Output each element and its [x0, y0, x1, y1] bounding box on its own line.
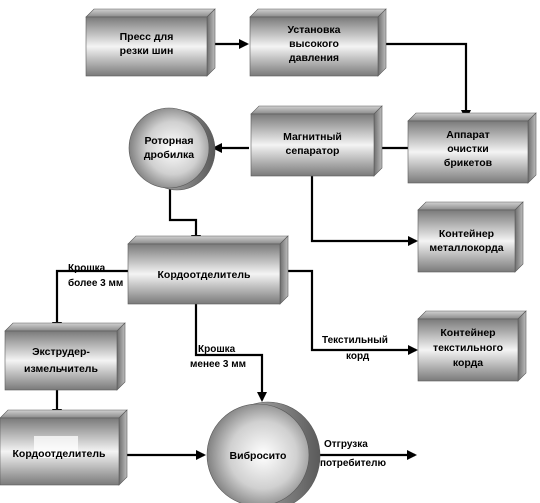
node-extruder: Экструдер-измельчитель: [4, 322, 126, 391]
node-label: Экструдер-измельчитель: [24, 346, 98, 375]
edge-highpressure-to-briquette: [378, 42, 471, 120]
edge-rotor-to-cordsep1: [168, 188, 201, 245]
node-vibro: Вибросито: [206, 401, 321, 503]
node-label: Кордоотделитель: [13, 448, 106, 460]
node-label: Вибросито: [230, 450, 287, 462]
node-cordsep1: Кордоотделитель: [127, 235, 289, 305]
node-cordsep2: Кордоотделитель: [0, 409, 128, 486]
node-label: Кордоотделитель: [158, 269, 251, 281]
edge-magnet-to-metalcord: [310, 175, 418, 246]
